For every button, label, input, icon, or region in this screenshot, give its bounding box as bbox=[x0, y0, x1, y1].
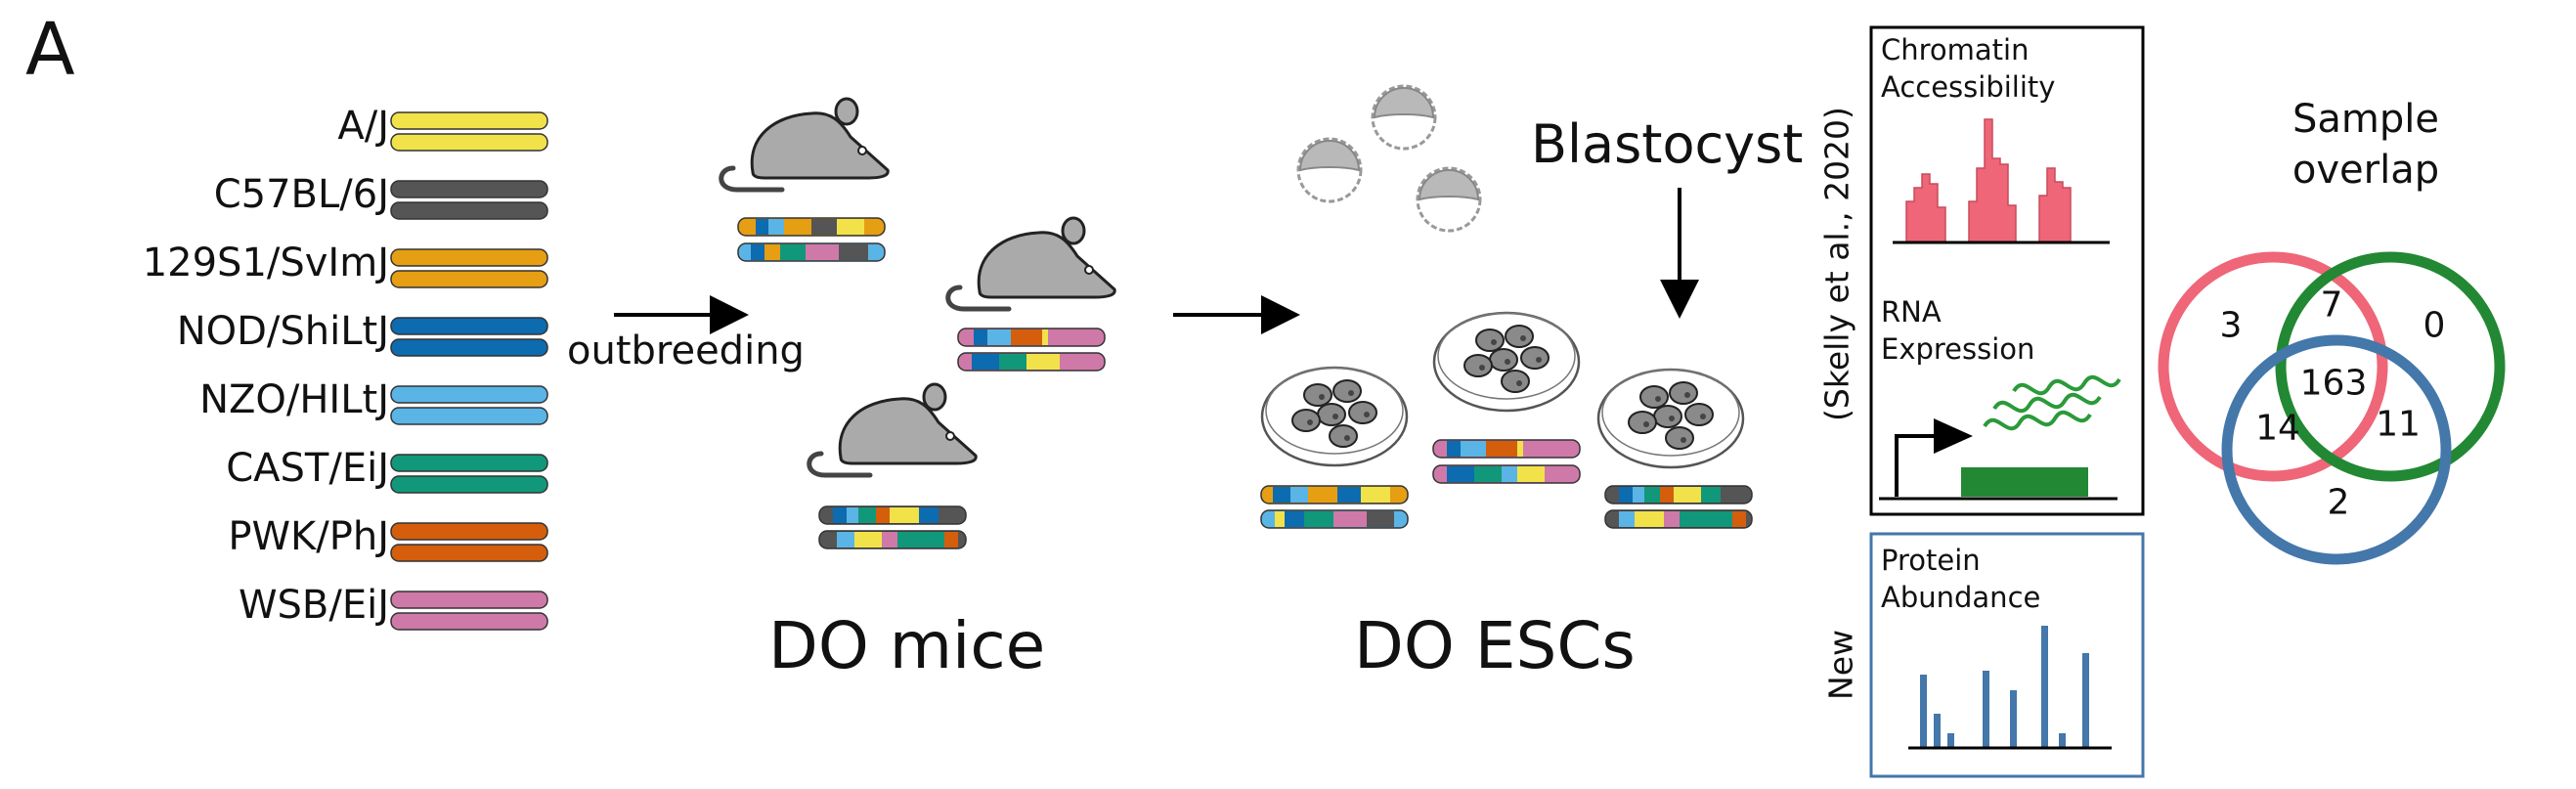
venn-count-green-blue: 11 bbox=[2376, 404, 2421, 445]
venn-circle-blue bbox=[2221, 334, 2452, 565]
chromatin-box-label: Chromatin Accessibility bbox=[1881, 31, 2055, 106]
esc-dish-3 bbox=[1596, 368, 1745, 469]
rna-box-label: RNA Expression bbox=[1881, 293, 2034, 368]
esc-2-chromosomes bbox=[1432, 439, 1581, 484]
strain-label-nzo: NZO/HILtJ bbox=[199, 377, 389, 422]
venn-count-green-only: 0 bbox=[2423, 305, 2446, 346]
do-mice-label: DO mice bbox=[768, 608, 1046, 683]
blastocyst-label: Blastocyst bbox=[1531, 113, 1804, 175]
protein-line1: Protein bbox=[1881, 544, 1981, 577]
mouse-3-chromosomes bbox=[818, 505, 967, 549]
embryo-2 bbox=[1371, 84, 1437, 151]
gene-icon bbox=[1879, 374, 2121, 501]
mouse-2-chromosomes bbox=[957, 328, 1106, 372]
skelly-data-box bbox=[1869, 25, 2145, 516]
venn-diagram bbox=[2158, 251, 2506, 565]
strain-label-pwk: PWK/PhJ bbox=[228, 514, 389, 559]
mouse-1 bbox=[721, 99, 889, 190]
venn-count-red-blue: 14 bbox=[2255, 408, 2300, 449]
venn-circle-green bbox=[2275, 251, 2506, 482]
venn-count-red-green: 7 bbox=[2320, 285, 2343, 326]
protein-spectrum bbox=[1920, 626, 2089, 747]
esc-dish-1 bbox=[1260, 366, 1409, 467]
strain-label-c57bl6j: C57BL/6J bbox=[213, 172, 389, 217]
skelly-citation-label: (Skelly et al., 2020) bbox=[1817, 107, 1856, 421]
chromatin-peaks bbox=[1905, 118, 2072, 243]
strain-label-nod: NOD/ShiLtJ bbox=[176, 309, 389, 354]
strain-chromosomes bbox=[390, 111, 548, 631]
venn-title: Sample overlap bbox=[2268, 94, 2464, 196]
strain-label-cast: CAST/EiJ bbox=[226, 446, 389, 491]
strain-label-wsb: WSB/EiJ bbox=[238, 583, 389, 628]
mouse-2 bbox=[948, 218, 1115, 309]
venn-count-red-only: 3 bbox=[2219, 305, 2243, 346]
strain-label-129s1: 129S1/SvImJ bbox=[142, 241, 389, 285]
venn-circle-red bbox=[2158, 251, 2388, 482]
embryo-1 bbox=[1296, 137, 1363, 203]
venn-title-line1: Sample bbox=[2292, 97, 2439, 142]
outbreeding-label: outbreeding bbox=[567, 329, 805, 373]
venn-count-all-three: 163 bbox=[2299, 363, 2368, 404]
venn-count-blue-only: 2 bbox=[2327, 482, 2350, 523]
protein-box-label: Protein Abundance bbox=[1881, 542, 2040, 616]
embryo-3 bbox=[1416, 166, 1482, 233]
protein-line2: Abundance bbox=[1881, 581, 2041, 614]
mouse-3 bbox=[809, 384, 977, 475]
mouse-1-chromosomes bbox=[737, 217, 886, 262]
strain-label-aj: A/J bbox=[337, 104, 389, 149]
esc-3-chromosomes bbox=[1604, 485, 1753, 529]
venn-title-line2: overlap bbox=[2292, 148, 2440, 193]
esc-1-chromosomes bbox=[1260, 485, 1409, 529]
rna-line1: RNA bbox=[1881, 295, 1942, 329]
chromatin-line2: Accessibility bbox=[1881, 70, 2056, 104]
chromatin-line1: Chromatin bbox=[1881, 33, 2030, 66]
panel-letter: A bbox=[25, 8, 75, 92]
protein-data-box bbox=[1869, 532, 2145, 778]
do-escs-label: DO ESCs bbox=[1354, 608, 1636, 683]
new-label: New bbox=[1821, 630, 1860, 700]
rna-line2: Expression bbox=[1881, 332, 2035, 366]
esc-dish-2 bbox=[1432, 311, 1581, 413]
